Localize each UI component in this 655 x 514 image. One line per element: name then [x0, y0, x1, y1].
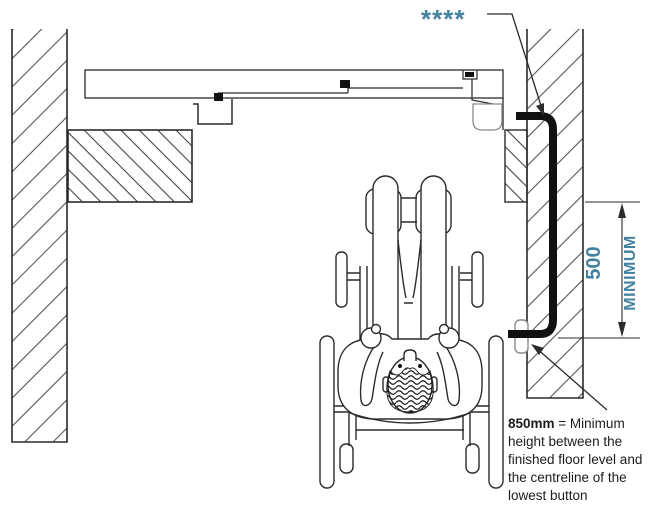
frame-front-lines: [347, 266, 472, 350]
push-handle-left: [339, 443, 354, 474]
left-wall-hatch: [12, 29, 67, 442]
left-wall-outline: [11, 29, 68, 443]
eye-right: [418, 364, 422, 368]
hair: [386, 367, 434, 413]
dimension-value-text: 500: [583, 246, 605, 279]
caster-wheel-left: [335, 251, 348, 308]
door-guide-clip-mid: [340, 80, 350, 88]
right-door-jamb-outline: [504, 129, 528, 203]
right-wall-outline: [526, 29, 584, 399]
door-panel-edge-2: [347, 87, 463, 93]
left-wall: [11, 29, 68, 443]
caster-wheel-right: [471, 251, 484, 308]
control-panel-conduit: [508, 112, 557, 338]
footrest-hanger: [401, 197, 417, 223]
footnote-leader-line: [487, 13, 544, 113]
note-leader-arrowhead: [531, 344, 544, 355]
right-door-jamb-block: [504, 129, 528, 203]
arm-right: [436, 343, 461, 407]
note-850mm-value: 850mm: [508, 416, 555, 431]
footnote-leader: [487, 13, 544, 116]
lift-door-assembly: [84, 69, 504, 131]
wheelchair-user: [319, 175, 504, 489]
thumb-right: [438, 323, 450, 335]
door-end-notch: [462, 70, 478, 80]
left-return-wall-outline: [67, 129, 193, 203]
dimension-500: [558, 201, 640, 339]
door-header-box: [84, 69, 504, 99]
dimension-qualifier-text: MINIMUM: [622, 235, 639, 310]
nose: [403, 349, 417, 361]
leg-inner-contours: [397, 239, 422, 304]
thumb-left: [370, 323, 382, 335]
dimension-arrow-up: [618, 203, 626, 218]
note-850mm: 850mm = Minimum height between the finis…: [508, 415, 655, 505]
note-leader-line: [534, 346, 608, 411]
door-guide-clip-right: [465, 72, 474, 77]
door-retiring-cam: [472, 103, 503, 131]
push-handle-right: [465, 443, 480, 474]
eye-left: [398, 364, 402, 368]
note-850mm-text: = Minimum height between the finished fl…: [508, 416, 643, 503]
rear-wheel-left: [319, 335, 335, 489]
footnote-leader-arrowhead: [536, 103, 544, 116]
footnote-marker-text: ****: [421, 4, 465, 34]
rear-wheel-right: [488, 335, 504, 489]
door-sill-bracket: [193, 99, 233, 125]
arm-left: [359, 343, 384, 407]
dimension-arrow-down: [618, 322, 626, 337]
landing-control-panel: [508, 112, 557, 354]
left-return-wall-block: [67, 129, 193, 203]
door-guide-clip-left: [214, 93, 223, 101]
seat-back-curve: [349, 412, 471, 424]
note-leader: [531, 344, 608, 411]
